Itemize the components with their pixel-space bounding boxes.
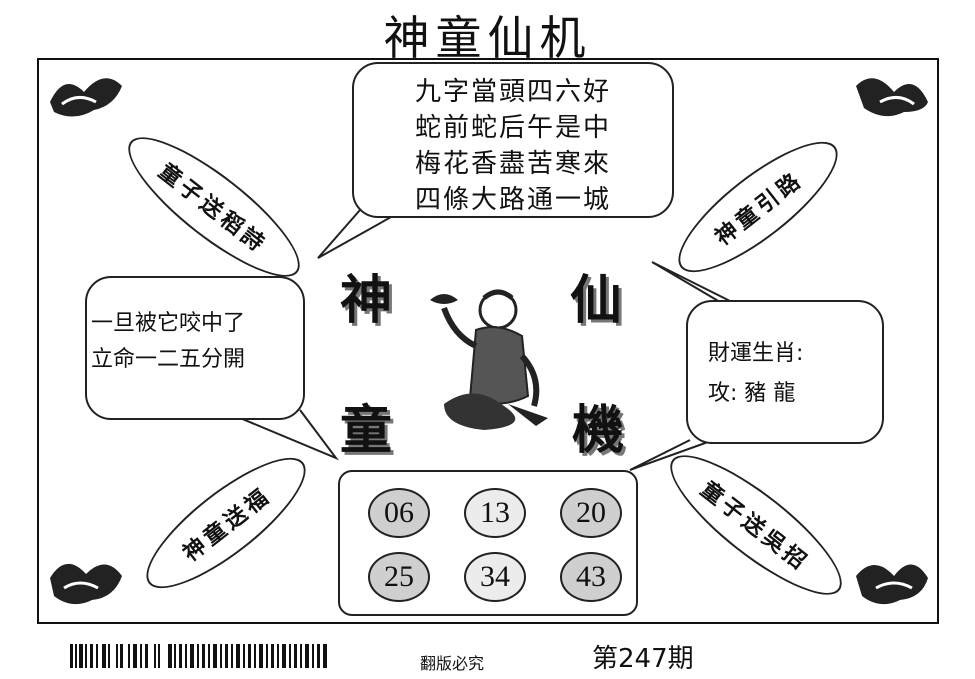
- poem-line: 梅花香盡苦寒來: [414, 149, 611, 179]
- number-ball: 34: [464, 552, 526, 602]
- page-title: 神童仙机: [383, 11, 592, 65]
- hint-line: 立命一二五分開: [91, 347, 246, 372]
- poem-line: 四條大路通一城: [414, 185, 611, 215]
- center-char: 機: [572, 401, 625, 461]
- center-char: 童: [340, 401, 393, 461]
- barcode-icon: [70, 644, 327, 668]
- poem-line: 蛇前蛇后午是中: [414, 113, 611, 143]
- corner-ornament-icon: [856, 78, 928, 117]
- corner-ornament-icon: [50, 78, 122, 117]
- center-char: 神: [340, 271, 393, 331]
- copyright-label: 翻版必究: [420, 654, 485, 673]
- main-frame: [37, 58, 939, 624]
- child-figure-illustration: [430, 289, 548, 430]
- poem-line: 九字當頭四六好: [414, 77, 611, 107]
- corner-ornament-icon: [856, 564, 928, 605]
- zodiac-line: 財運生肖:: [708, 341, 804, 366]
- zodiac-bubble: 財運生肖: 攻: 豬 龍: [686, 300, 884, 444]
- corner-ornament-icon: [50, 563, 122, 605]
- number-ball: 43: [560, 552, 622, 602]
- number-ball: 25: [368, 552, 430, 602]
- center-char: 仙: [570, 271, 623, 331]
- zodiac-line: 攻: 豬 龍: [708, 381, 796, 406]
- hint-line: 一旦被它咬中了: [91, 311, 246, 336]
- left-hint-bubble: 一旦被它咬中了 立命一二五分開: [85, 276, 305, 420]
- issue-label: 第247期: [592, 644, 694, 674]
- number-ball: 20: [560, 488, 622, 538]
- number-ball: 06: [368, 488, 430, 538]
- number-box: [338, 470, 638, 616]
- number-ball: 13: [464, 488, 526, 538]
- poem-bubble: 九字當頭四六好 蛇前蛇后午是中 梅花香盡苦寒來 四條大路通一城: [352, 62, 674, 218]
